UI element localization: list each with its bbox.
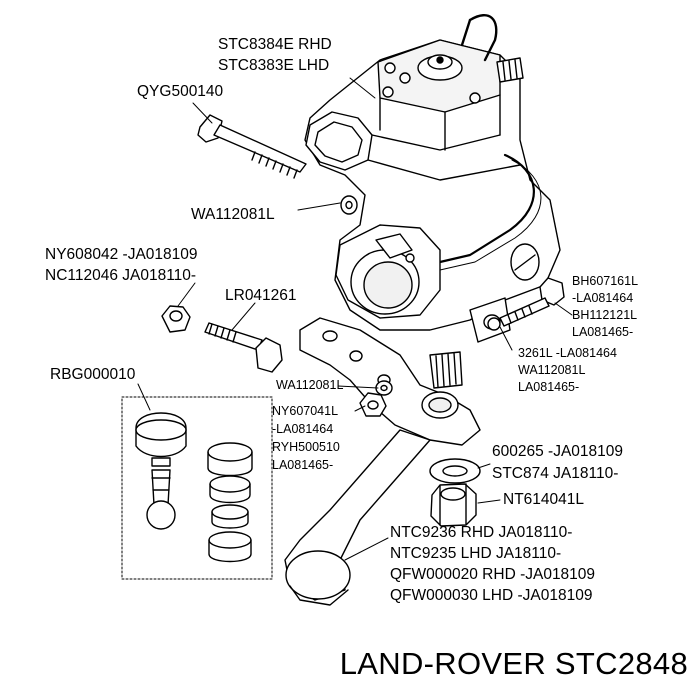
washer-top bbox=[340, 195, 358, 215]
label-ny608042: NY608042 -JA018109 bbox=[45, 246, 198, 263]
label-lr041261: LR041261 bbox=[225, 287, 297, 304]
label-3261l: 3261L -LA081464 bbox=[518, 346, 617, 360]
label-bh112121l: BH112121L bbox=[572, 308, 638, 322]
label-ntc9236: NTC9236 RHD JA018110- bbox=[390, 524, 573, 541]
label-nc112046: NC112046 JA018110- bbox=[45, 267, 197, 284]
label-la081465-b: LA081465- bbox=[572, 325, 634, 339]
steering-box-body bbox=[304, 14, 561, 343]
label-wa112081l-top: WA112081L bbox=[191, 206, 275, 223]
footer-part-number: LAND-ROVER STC2848 bbox=[339, 646, 688, 681]
nut-nt614041l bbox=[430, 483, 477, 527]
washer-600265 bbox=[429, 458, 481, 484]
washer-right-small bbox=[487, 317, 501, 331]
long-bolt bbox=[197, 114, 307, 179]
label-ryh500510: RYH500510 bbox=[272, 440, 340, 454]
leader-lines bbox=[137, 77, 573, 561]
label-stc874: STC874 JA18110- bbox=[492, 465, 619, 482]
label-la081465-c: LA081465- bbox=[518, 380, 580, 394]
label-rbg000010: RBG000010 bbox=[50, 366, 136, 383]
ball-joint-kit bbox=[121, 396, 273, 580]
label-la081465-a: LA081465- bbox=[272, 458, 334, 472]
label-ny607041l: NY607041L bbox=[272, 404, 339, 418]
label-qfw000030: QFW000030 LHD -JA018109 bbox=[390, 587, 593, 604]
label-qyg500140: QYG500140 bbox=[137, 83, 224, 100]
label-bh607161l: BH607161L bbox=[572, 274, 639, 288]
label-la081464-a: -LA081464 bbox=[272, 422, 334, 436]
stud-and-drop-arm bbox=[204, 317, 481, 606]
bolt-right bbox=[499, 277, 565, 327]
label-ntc9235: NTC9235 LHD JA18110- bbox=[390, 545, 562, 562]
label-600265: 600265 -JA018109 bbox=[492, 443, 624, 460]
label-wa112081l-mid: WA112081L bbox=[276, 378, 344, 392]
label-qfw000020: QFW000020 RHD -JA018109 bbox=[390, 566, 596, 583]
label-la081464-b: -LA081464 bbox=[572, 291, 634, 305]
label-stc8383e: STC8383E LHD bbox=[218, 57, 330, 74]
sector-shaft bbox=[429, 351, 463, 389]
label-wa112081l-right: WA112081L bbox=[518, 363, 586, 377]
label-nt614041l: NT614041L bbox=[503, 491, 585, 508]
nut-mid bbox=[359, 392, 387, 417]
label-stc8384e: STC8384E RHD bbox=[218, 36, 332, 53]
nut-left bbox=[161, 305, 191, 333]
